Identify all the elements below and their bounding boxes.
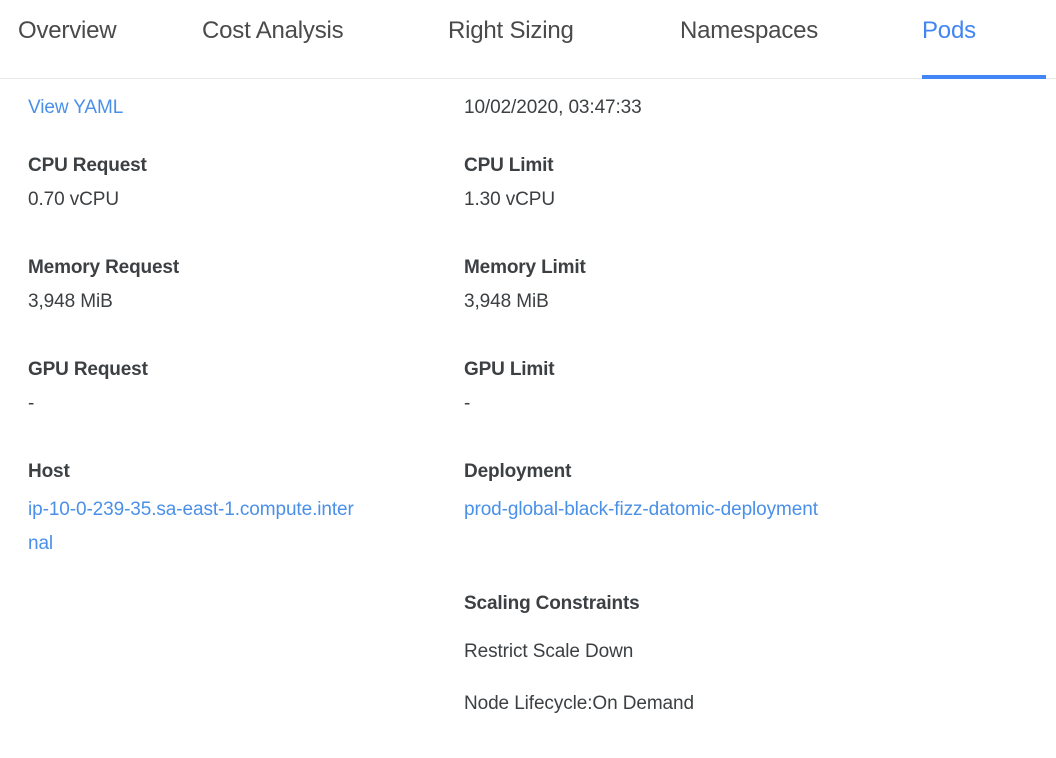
tab-list: Overview Cost Analysis Right Sizing Name… bbox=[0, 0, 1056, 79]
tab-overview[interactable]: Overview bbox=[0, 0, 202, 78]
tab-pods-label: Pods bbox=[922, 17, 976, 44]
gpu-request-field: GPU Request - bbox=[28, 357, 408, 417]
scaling-constraints-label: Scaling Constraints bbox=[464, 593, 640, 614]
tab-cost-analysis-label: Cost Analysis bbox=[202, 17, 344, 44]
tab-cost-analysis[interactable]: Cost Analysis bbox=[202, 0, 448, 78]
memory-limit-field: Memory Limit 3,948 MiB bbox=[464, 255, 844, 315]
cpu-request-field: CPU Request 0.70 vCPU bbox=[28, 153, 408, 213]
cpu-limit-field: CPU Limit 1.30 vCPU bbox=[464, 153, 844, 213]
scaling-constraints-field: Scaling Constraints Restrict Scale Down … bbox=[464, 591, 844, 717]
memory-limit-label: Memory Limit bbox=[464, 257, 586, 278]
deployment-link[interactable]: prod-global-black-fizz-datomic-deploymen… bbox=[464, 499, 818, 520]
gpu-request-value: - bbox=[28, 393, 35, 414]
cpu-limit-label: CPU Limit bbox=[464, 155, 554, 176]
tab-namespaces[interactable]: Namespaces bbox=[680, 0, 922, 78]
tab-right-sizing[interactable]: Right Sizing bbox=[448, 0, 680, 78]
gpu-limit-label: GPU Limit bbox=[464, 359, 555, 380]
tab-namespaces-label: Namespaces bbox=[680, 17, 819, 44]
memory-request-label: Memory Request bbox=[28, 257, 179, 278]
deployment-label: Deployment bbox=[464, 461, 572, 482]
tab-right-sizing-label: Right Sizing bbox=[448, 17, 574, 44]
view-yaml-link[interactable]: View YAML bbox=[28, 97, 124, 118]
gpu-limit-value: - bbox=[464, 393, 471, 414]
host-field: Host ip-10-0-239-35.sa-east-1.compute.in… bbox=[28, 459, 408, 561]
scaling-constraint-item: Restrict Scale Down bbox=[464, 641, 634, 662]
tab-pods[interactable]: Pods bbox=[922, 0, 1056, 79]
cpu-request-value: 0.70 vCPU bbox=[28, 189, 119, 210]
gpu-request-label: GPU Request bbox=[28, 359, 148, 380]
memory-request-value: 3,948 MiB bbox=[28, 291, 113, 312]
host-link[interactable]: ip-10-0-239-35.sa-east-1.compute.interna… bbox=[28, 499, 354, 554]
host-label: Host bbox=[28, 461, 70, 482]
timestamp-value: 10/02/2020, 03:47:33 bbox=[464, 97, 642, 118]
timestamp-row: 10/02/2020, 03:47:33 bbox=[464, 91, 844, 125]
cpu-request-label: CPU Request bbox=[28, 155, 147, 176]
gpu-limit-field: GPU Limit - bbox=[464, 357, 844, 417]
memory-limit-value: 3,948 MiB bbox=[464, 291, 549, 312]
deployment-field: Deployment prod-global-black-fizz-datomi… bbox=[464, 459, 844, 527]
scaling-constraint-item: Node Lifecycle:On Demand bbox=[464, 693, 694, 714]
cpu-limit-value: 1.30 vCPU bbox=[464, 189, 555, 210]
tab-active-underline bbox=[922, 75, 1046, 79]
tab-overview-label: Overview bbox=[18, 17, 117, 44]
memory-request-field: Memory Request 3,948 MiB bbox=[28, 255, 408, 315]
tab-bar: Overview Cost Analysis Right Sizing Name… bbox=[0, 0, 1056, 79]
view-yaml-row: View YAML bbox=[28, 91, 408, 125]
